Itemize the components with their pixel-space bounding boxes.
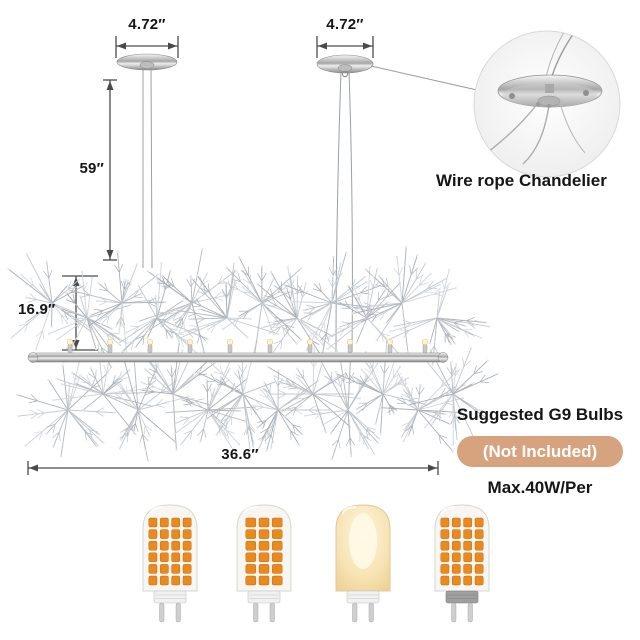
bar-candle-lights (66, 338, 429, 354)
chandelier-bar (27, 352, 449, 363)
bulbs-title: Suggested G9 Bulbs (456, 405, 624, 424)
g9-led-corn-bulb-2 (236, 504, 292, 623)
g9-led-corn-bulb-3 (434, 504, 490, 623)
ceiling-canopy-right (316, 54, 374, 78)
not-included-badge: (Not Included) (457, 436, 623, 467)
canopy-closeup-inset (473, 30, 621, 178)
g9-bulbs-row (142, 504, 490, 623)
dim-label-height: 16.9″ (18, 301, 56, 318)
dim-label-drop: 59″ (79, 160, 104, 177)
callout-connector-line (370, 65, 478, 91)
suspension-wires (142, 65, 353, 353)
g9-led-corn-bulb-1 (142, 504, 198, 623)
inset-caption: Wire rope Chandelier (436, 171, 607, 190)
branch-sprays (7, 246, 499, 462)
dim-label-canopy-right: 4.72″ (326, 16, 364, 33)
dim-label-canopy-left: 4.72″ (128, 16, 166, 33)
dim-label-width: 36.6″ (221, 446, 259, 463)
g9-led-bulb-lit (335, 504, 391, 623)
ceiling-canopy-left (116, 53, 178, 71)
bulbs-wattage: Max.40W/Per (487, 478, 593, 497)
